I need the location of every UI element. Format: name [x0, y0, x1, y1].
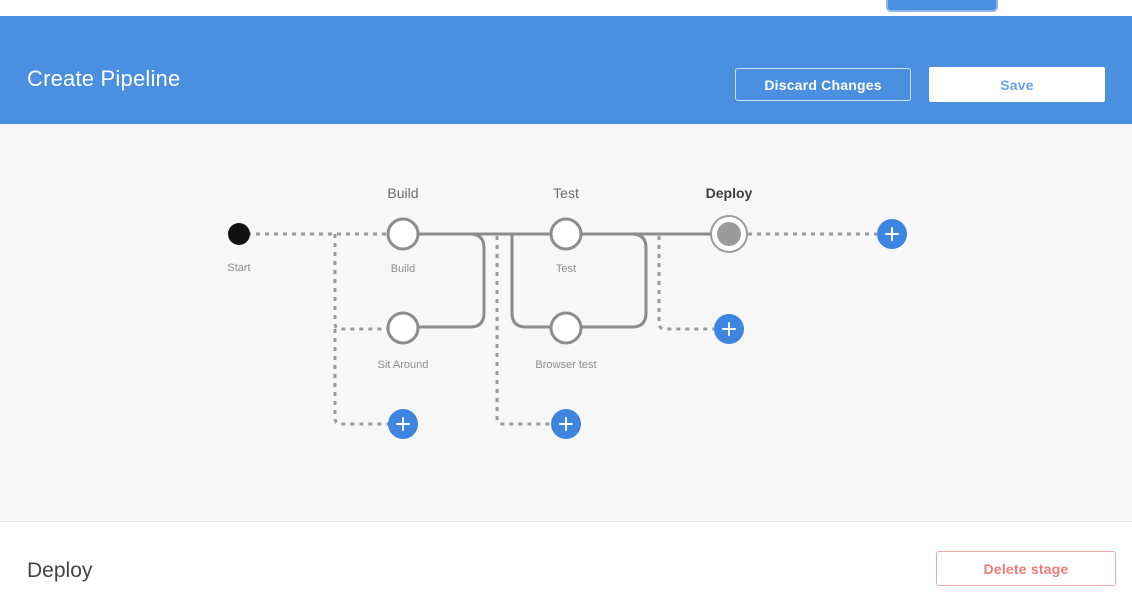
page-header: Create Pipeline Discard Changes Save: [0, 16, 1132, 124]
top-overflow-pill[interactable]: [886, 0, 998, 12]
job-label-test[interactable]: Test: [555, 263, 577, 275]
add-stage-after-deploy-button[interactable]: [877, 219, 907, 249]
job-node-sit-around[interactable]: [386, 311, 420, 345]
stage-label-deploy[interactable]: Deploy: [705, 185, 753, 201]
add-job-in-deploy-button[interactable]: [714, 314, 744, 344]
edge-build-merge: [416, 232, 486, 329]
dashed-edges: [247, 232, 877, 426]
edge-to-add-job-deploy: [657, 236, 714, 331]
job-label-build[interactable]: Build: [390, 263, 416, 275]
start-node[interactable]: [228, 223, 250, 245]
add-job-in-test-button[interactable]: [551, 409, 581, 439]
edge-test-merge: [580, 232, 648, 329]
job-node-test[interactable]: [549, 217, 583, 251]
job-label-browser-test[interactable]: Browser test: [535, 359, 597, 371]
edge-to-add-job-test: [495, 236, 550, 426]
edge-start-to-sit-around: [333, 234, 388, 331]
job-label-sit-around[interactable]: Sit Around: [377, 359, 429, 371]
edge-split-to-browser-test: [510, 232, 552, 329]
add-job-in-build-button[interactable]: [388, 409, 418, 439]
page-title: Create Pipeline: [27, 66, 181, 91]
pipeline-canvas[interactable]: Start Build Test Deploy Build Sit Around…: [0, 124, 1132, 522]
job-node-browser-test[interactable]: [549, 311, 583, 345]
stage-label-build[interactable]: Build: [387, 185, 419, 201]
save-button[interactable]: Save: [929, 67, 1105, 102]
job-node-build[interactable]: [386, 217, 420, 251]
pipeline-graph: [228, 215, 877, 426]
stage-detail-title: Deploy: [27, 559, 93, 582]
start-label: Start: [227, 262, 251, 274]
job-node-deploy[interactable]: [710, 215, 748, 253]
edge-to-add-job-build: [333, 329, 388, 426]
discard-changes-button[interactable]: Discard Changes: [735, 68, 911, 101]
delete-stage-button[interactable]: Delete stage: [936, 551, 1116, 586]
stage-label-test[interactable]: Test: [553, 185, 579, 201]
